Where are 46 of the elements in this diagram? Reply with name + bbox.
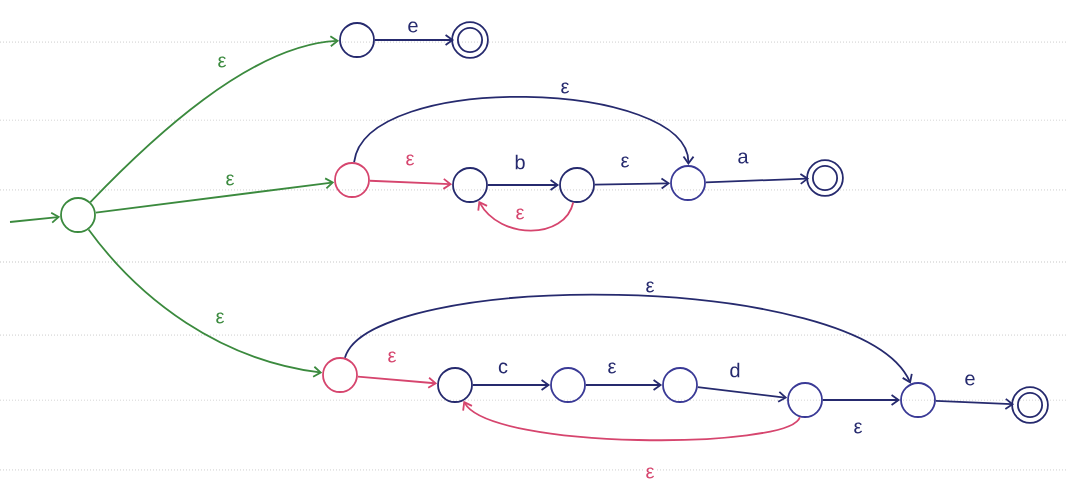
arrow — [585, 379, 663, 391]
edge-label: ε — [514, 207, 526, 221]
arrow — [94, 177, 335, 214]
state-circle — [60, 197, 96, 233]
accept-state — [806, 159, 844, 197]
state-circle — [452, 167, 488, 203]
arrow — [374, 34, 455, 46]
arrow — [462, 400, 801, 441]
state-circle — [670, 165, 706, 201]
arrow — [696, 386, 788, 403]
arrow — [344, 294, 913, 384]
arrow — [9, 211, 61, 224]
state-circle — [550, 367, 586, 403]
arrow — [822, 394, 901, 406]
state-circle — [322, 357, 358, 393]
edge-label: ε — [619, 155, 631, 169]
arrow — [594, 177, 671, 190]
edge-label: ε — [559, 81, 571, 95]
edge-label: ε — [606, 361, 618, 375]
state-circle — [559, 167, 595, 203]
arrow — [705, 173, 810, 185]
arrow — [356, 375, 438, 389]
accept-state — [451, 21, 489, 59]
arrow — [487, 179, 560, 191]
edge-label: ε — [386, 350, 398, 364]
state-circle — [900, 382, 936, 418]
arrow — [369, 178, 453, 190]
accept-state — [1011, 386, 1049, 424]
state-circle — [787, 382, 823, 418]
arrow — [353, 95, 695, 166]
arrow — [935, 398, 1015, 410]
arrow — [87, 228, 323, 378]
edge-label: ε — [644, 280, 656, 294]
arrow — [477, 200, 575, 232]
edge-label: ε — [404, 153, 416, 167]
state-circle — [437, 367, 473, 403]
edge-label: ε — [644, 466, 656, 480]
state-circle — [662, 367, 698, 403]
edge-label: ε — [216, 55, 228, 69]
arrow — [89, 35, 340, 203]
edge-label: ε — [214, 311, 226, 325]
edge-label: ε — [852, 421, 864, 435]
state-circle — [334, 162, 370, 198]
edge-label: ε — [224, 173, 236, 187]
arrow — [472, 379, 551, 391]
state-circle — [339, 22, 375, 58]
